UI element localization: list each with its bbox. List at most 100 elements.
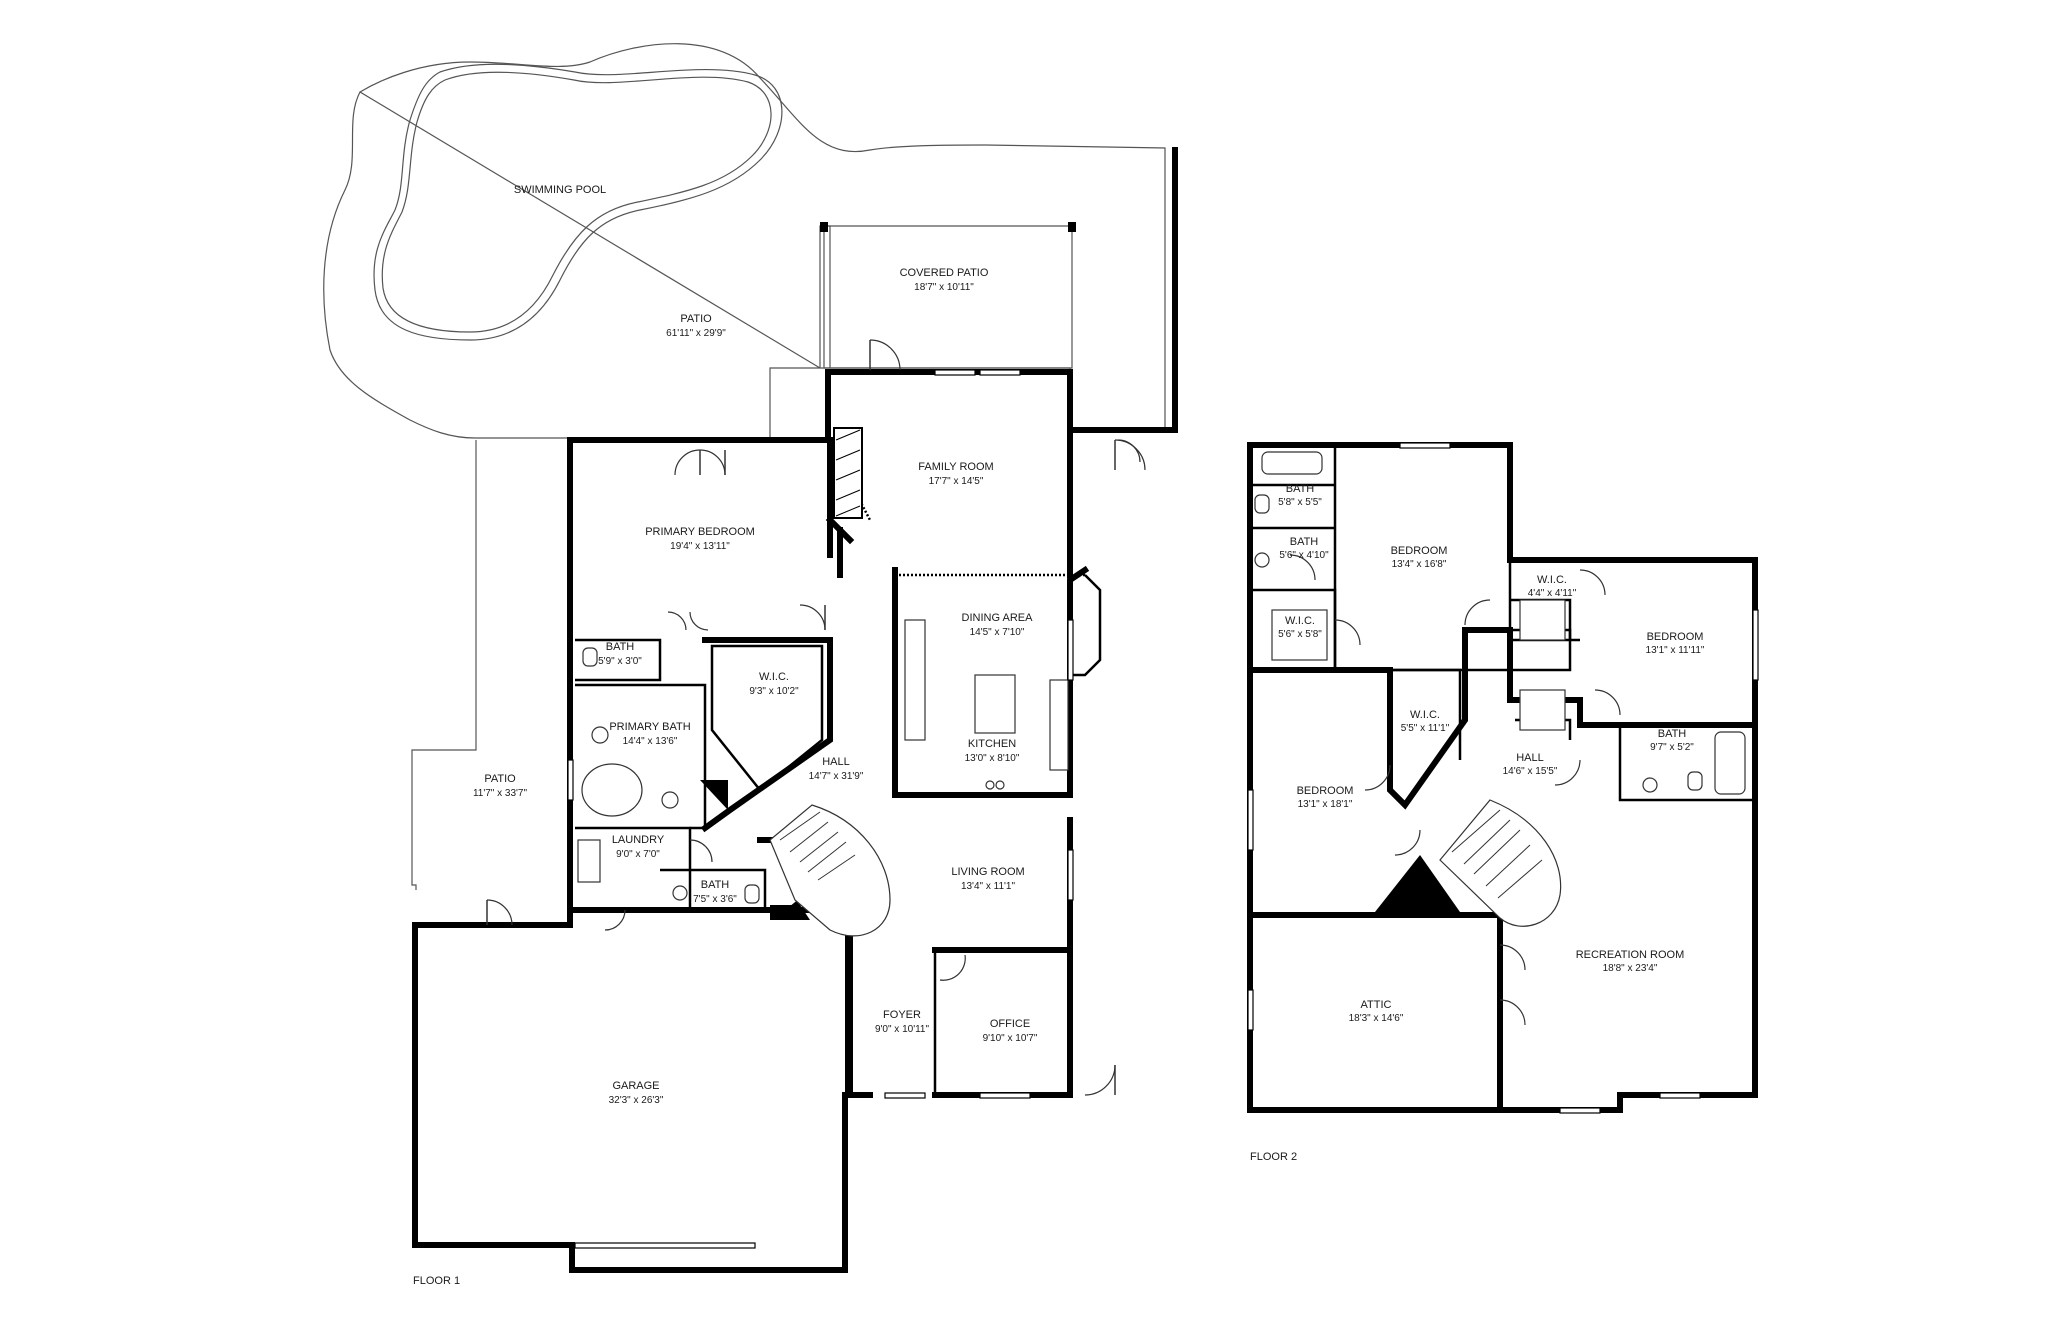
floor-1-doors bbox=[486, 339, 1146, 1096]
room-dimensions: 14'7" x 31'9" bbox=[809, 771, 864, 782]
room-dimensions: 11'7" x 33'7" bbox=[473, 788, 528, 799]
room-dimensions: 9'0" x 10'11" bbox=[875, 1024, 930, 1035]
room-name: OFFICE bbox=[990, 1018, 1030, 1030]
room-dimensions: 13'4" x 16'8" bbox=[1392, 559, 1447, 570]
toilet-icon bbox=[582, 647, 598, 667]
room-label: FOYER 9'0" x 10'11" bbox=[875, 1009, 930, 1035]
room-dimensions: 9'0" x 7'0" bbox=[616, 849, 660, 860]
room-label: GARAGE 32'3" x 26'3" bbox=[609, 1080, 664, 1106]
floor-2-label: FLOOR 2 bbox=[1250, 1151, 1297, 1163]
room-dimensions: 7'5" x 3'6" bbox=[693, 894, 737, 905]
patio-outline bbox=[323, 43, 1166, 439]
kitchen-counter bbox=[1049, 679, 1069, 771]
stairs-floor-2 bbox=[1439, 799, 1562, 927]
room-label: PATIO 61'11" x 29'9" bbox=[666, 313, 726, 339]
room-label: KITCHEN 13'0" x 8'10" bbox=[965, 738, 1020, 764]
room-name: W.I.C. bbox=[1410, 709, 1440, 721]
room-dimensions: 5'9" x 3'0" bbox=[598, 656, 642, 667]
room-name: FAMILY ROOM bbox=[918, 461, 993, 473]
room-name: FOYER bbox=[883, 1009, 921, 1021]
room-label: W.I.C. 5'6" x 5'8" bbox=[1278, 615, 1322, 640]
room-dimensions: 17'7" x 14'5" bbox=[929, 476, 984, 487]
floor-2 bbox=[1247, 442, 1759, 1114]
kitchen-counter bbox=[904, 619, 926, 741]
room-name: BEDROOM bbox=[1391, 545, 1448, 557]
room-name: BATH bbox=[1286, 483, 1315, 495]
floor-2-doors bbox=[1289, 554, 1621, 1026]
room-label: RECREATION ROOM 18'8" x 23'4" bbox=[1576, 949, 1685, 974]
shower-icon bbox=[1519, 599, 1566, 641]
washer-icon bbox=[577, 839, 601, 883]
toilet-icon bbox=[1687, 771, 1703, 791]
room-name: BEDROOM bbox=[1647, 631, 1704, 643]
room-dimensions: 5'5" x 11'1" bbox=[1401, 723, 1450, 734]
room-name: PRIMARY BEDROOM bbox=[645, 526, 755, 538]
room-label: BEDROOM 13'1" x 18'1" bbox=[1297, 785, 1354, 810]
fireplace bbox=[833, 427, 863, 519]
room-label: HALL 14'6" x 15'5" bbox=[1503, 752, 1558, 777]
sink-icon bbox=[1642, 777, 1658, 793]
room-label: BATH 7'5" x 3'6" bbox=[693, 879, 737, 905]
room-label: W.I.C. 4'4" x 4'11" bbox=[1528, 574, 1577, 599]
room-name: SWIMMING POOL bbox=[514, 184, 606, 196]
floor-2-windows bbox=[1247, 442, 1759, 1114]
room-label: DINING AREA 14'5" x 7'10" bbox=[962, 612, 1034, 638]
room-dimensions: 5'6" x 5'8" bbox=[1278, 629, 1322, 640]
room-label: W.I.C. 9'3" x 10'2" bbox=[749, 671, 799, 697]
room-label: OFFICE 9'10" x 10'7" bbox=[983, 1018, 1038, 1044]
floor-1 bbox=[323, 43, 1178, 1273]
room-dimensions: 14'6" x 15'5" bbox=[1503, 766, 1558, 777]
room-label: ATTIC 18'3" x 14'6" bbox=[1349, 999, 1404, 1024]
kitchen-island bbox=[974, 674, 1016, 734]
room-label: PATIO 11'7" x 33'7" bbox=[473, 773, 528, 799]
stairs-floor-1 bbox=[700, 780, 891, 937]
room-label: BEDROOM 13'4" x 16'8" bbox=[1391, 545, 1448, 570]
room-label: FAMILY ROOM 17'7" x 14'5" bbox=[918, 461, 993, 487]
room-name: PATIO bbox=[680, 313, 712, 325]
shower-icon bbox=[1519, 689, 1566, 731]
room-name: BATH bbox=[1290, 536, 1319, 548]
room-dimensions: 9'10" x 10'7" bbox=[983, 1033, 1038, 1044]
room-label: COVERED PATIO 18'7" x 10'11" bbox=[900, 267, 989, 293]
room-name: RECREATION ROOM bbox=[1576, 949, 1685, 961]
room-name: W.I.C. bbox=[1285, 615, 1315, 627]
room-name: KITCHEN bbox=[968, 738, 1016, 750]
room-name: BATH bbox=[1658, 728, 1687, 740]
room-dimensions: 5'6" x 4'10" bbox=[1279, 550, 1329, 561]
bathtub-icon bbox=[581, 763, 643, 817]
room-label: HALL 14'7" x 31'9" bbox=[809, 756, 864, 782]
room-dimensions: 14'4" x 13'6" bbox=[623, 736, 678, 747]
room-name: LAUNDRY bbox=[612, 834, 665, 846]
stair-void bbox=[1375, 855, 1460, 912]
floor-2-walls bbox=[1247, 442, 1758, 1113]
bathtub-icon bbox=[1714, 731, 1746, 795]
room-dimensions: 13'1" x 11'11" bbox=[1646, 645, 1705, 656]
room-label: BEDROOM 13'1" x 11'11" bbox=[1646, 631, 1705, 656]
bathtub-icon bbox=[1261, 451, 1323, 475]
room-label: BATH 9'7" x 5'2" bbox=[1650, 728, 1694, 753]
sink-icon bbox=[661, 791, 679, 809]
room-dimensions: 13'0" x 8'10" bbox=[965, 753, 1020, 764]
room-dimensions: 32'3" x 26'3" bbox=[609, 1095, 664, 1106]
room-label: LIVING ROOM 13'4" x 11'1" bbox=[951, 866, 1024, 892]
room-dimensions: 61'11" x 29'9" bbox=[666, 328, 726, 339]
room-name: BATH bbox=[701, 879, 730, 891]
room-name: LIVING ROOM bbox=[951, 866, 1024, 878]
room-dimensions: 18'8" x 23'4" bbox=[1603, 963, 1658, 974]
room-label: SWIMMING POOL bbox=[514, 184, 606, 196]
stair-landing bbox=[770, 905, 810, 920]
room-label: PRIMARY BATH 14'4" x 13'6" bbox=[609, 721, 690, 747]
room-dimensions: 9'7" x 5'2" bbox=[1650, 742, 1694, 753]
room-label: PRIMARY BEDROOM 19'4" x 13'11" bbox=[645, 526, 755, 552]
room-dimensions: 18'7" x 10'11" bbox=[914, 282, 974, 293]
room-name: W.I.C. bbox=[1537, 574, 1567, 586]
covered-patio-post bbox=[820, 222, 828, 232]
room-name: DINING AREA bbox=[962, 612, 1034, 624]
room-name: ATTIC bbox=[1361, 999, 1392, 1011]
room-name: PRIMARY BATH bbox=[609, 721, 690, 733]
room-label: BATH 5'9" x 3'0" bbox=[598, 641, 642, 667]
room-dimensions: 13'4" x 11'1" bbox=[961, 881, 1016, 892]
fireplace-hatch bbox=[835, 429, 861, 517]
room-name: COVERED PATIO bbox=[900, 267, 989, 279]
room-name: PATIO bbox=[484, 773, 516, 785]
